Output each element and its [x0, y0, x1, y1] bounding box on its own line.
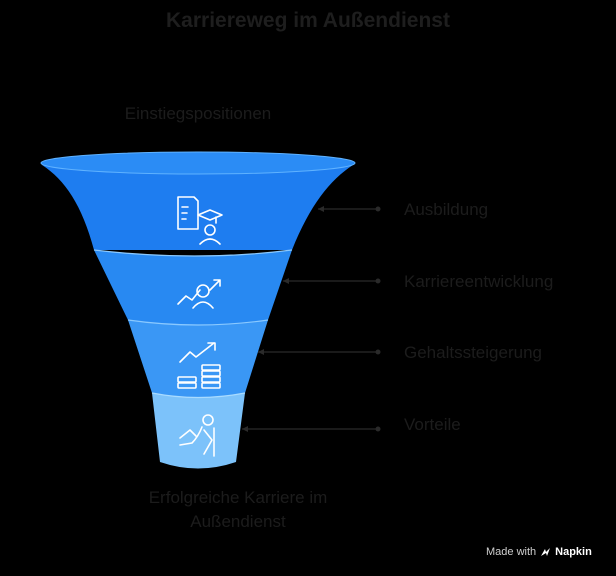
- funnel-segment-karriereentwicklung: [94, 250, 292, 325]
- stage-label-ausbildung: Ausbildung: [404, 200, 489, 219]
- bottom-label-line-2: Außendienst: [190, 512, 286, 531]
- graduate-document-icon: [177, 196, 223, 245]
- napkin-credit: Made with Napkin: [486, 546, 592, 558]
- money-growth-icon: [177, 342, 221, 389]
- relaxing-person-icon: [179, 414, 215, 457]
- bottom-label-line-1: Erfolgreiche Karriere im: [148, 488, 328, 507]
- napkin-logo-icon: [541, 547, 551, 556]
- funnel-top-label: Einstiegspositionen: [124, 104, 272, 123]
- funnel-rim: [40, 151, 356, 175]
- stage-label-gehaltssteigerung: Gehaltssteigerung: [404, 343, 542, 362]
- connector-ausbildung: [318, 206, 381, 212]
- funnel-segment-vorteile: [152, 393, 245, 469]
- person-growth-icon: [177, 279, 221, 309]
- connector-gehaltssteigerung: [258, 349, 381, 355]
- diagram-title: Karriereweg im Außendienst: [166, 9, 450, 32]
- stage-label-karriereentwicklung: Karriereentwicklung: [404, 272, 554, 291]
- footer-brand: Napkin: [555, 546, 592, 558]
- funnel-segment-gehaltssteigerung: [128, 320, 268, 398]
- funnel-bottom-label: Erfolgreiche Karriere im Außendienst: [60, 486, 416, 534]
- connector-vorteile: [242, 426, 381, 432]
- footer-prefix: Made with: [486, 546, 537, 558]
- stage-label-vorteile: Vorteile: [404, 415, 461, 434]
- connector-karriereentwicklung: [283, 278, 381, 284]
